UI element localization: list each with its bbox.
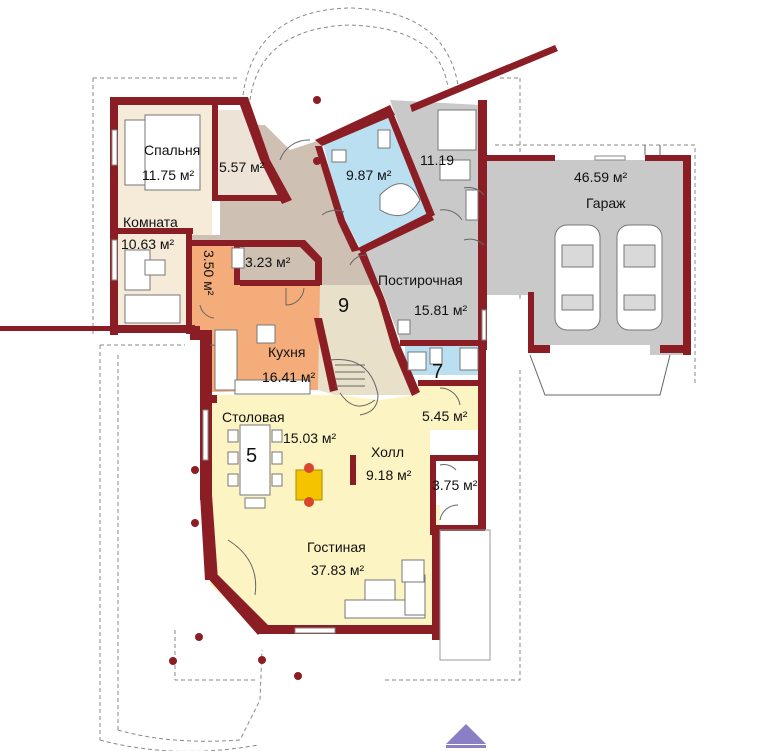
kitchen-counter-2 — [234, 379, 311, 395]
dining-area: 15.03 м² — [283, 430, 337, 446]
fireplace — [295, 463, 323, 507]
room-name: Комната — [123, 214, 178, 230]
room-area: 10.63 м² — [121, 236, 175, 252]
boiler-area: 11.19 — [420, 152, 454, 168]
hall-name: Холл — [371, 444, 404, 460]
kitchen-name: Кухня — [268, 344, 305, 360]
furniture — [124, 109, 663, 619]
closet-floor — [418, 380, 480, 430]
dining-name: Столовая — [222, 409, 285, 425]
dining-table — [239, 424, 271, 496]
dressing-area: 5.57 м² — [219, 159, 265, 175]
walls — [0, 45, 691, 640]
bedroom-name: Спальня — [144, 142, 200, 158]
sofa-set — [344, 559, 426, 619]
living-name: Гостиная — [307, 539, 366, 555]
kitchen-island — [256, 324, 276, 344]
chair — [144, 259, 166, 276]
laundry-fixtures — [437, 109, 479, 221]
columns — [169, 96, 321, 680]
vestibule-area: 3.75 м² — [432, 477, 478, 493]
dressing-floor — [212, 110, 278, 200]
kitchen-counter — [214, 329, 238, 391]
marker-5: 5 — [246, 445, 257, 467]
sofa-bed — [124, 294, 181, 324]
kitchen-area: 16.41 м² — [262, 369, 316, 385]
living-area: 37.83 м² — [311, 562, 365, 578]
hall-area: 9.18 м² — [366, 467, 412, 483]
staircase — [329, 358, 379, 416]
cars — [554, 224, 663, 331]
garage-name: Гараж — [586, 195, 626, 211]
laundry-area: 15.81 м² — [414, 302, 468, 318]
marker-7: 7 — [432, 361, 443, 383]
hall-lower-floor — [318, 285, 420, 395]
garage-area: 46.59 м² — [574, 169, 628, 185]
triangle-up-icon — [446, 724, 486, 748]
doors-windows — [111, 129, 671, 661]
laundry-name: Постирочная — [378, 272, 463, 288]
pantry-area: 3.50 м² — [201, 250, 217, 296]
wc-area: 3.23 м² — [245, 254, 291, 270]
bathroom-area: 9.87 м² — [346, 167, 392, 183]
room-labels: Спальня 11.75 м² 5.57 м² 9.87 м² 11.19 4… — [121, 142, 628, 578]
markers: 9 7 5 — [246, 295, 443, 467]
toilet — [231, 247, 245, 269]
bedroom-area: 11.75 м² — [142, 167, 195, 183]
marker-9: 9 — [338, 295, 349, 317]
bathroom-fixtures — [331, 129, 479, 371]
closet-area: 5.45 м² — [422, 408, 468, 424]
bed — [124, 114, 201, 191]
